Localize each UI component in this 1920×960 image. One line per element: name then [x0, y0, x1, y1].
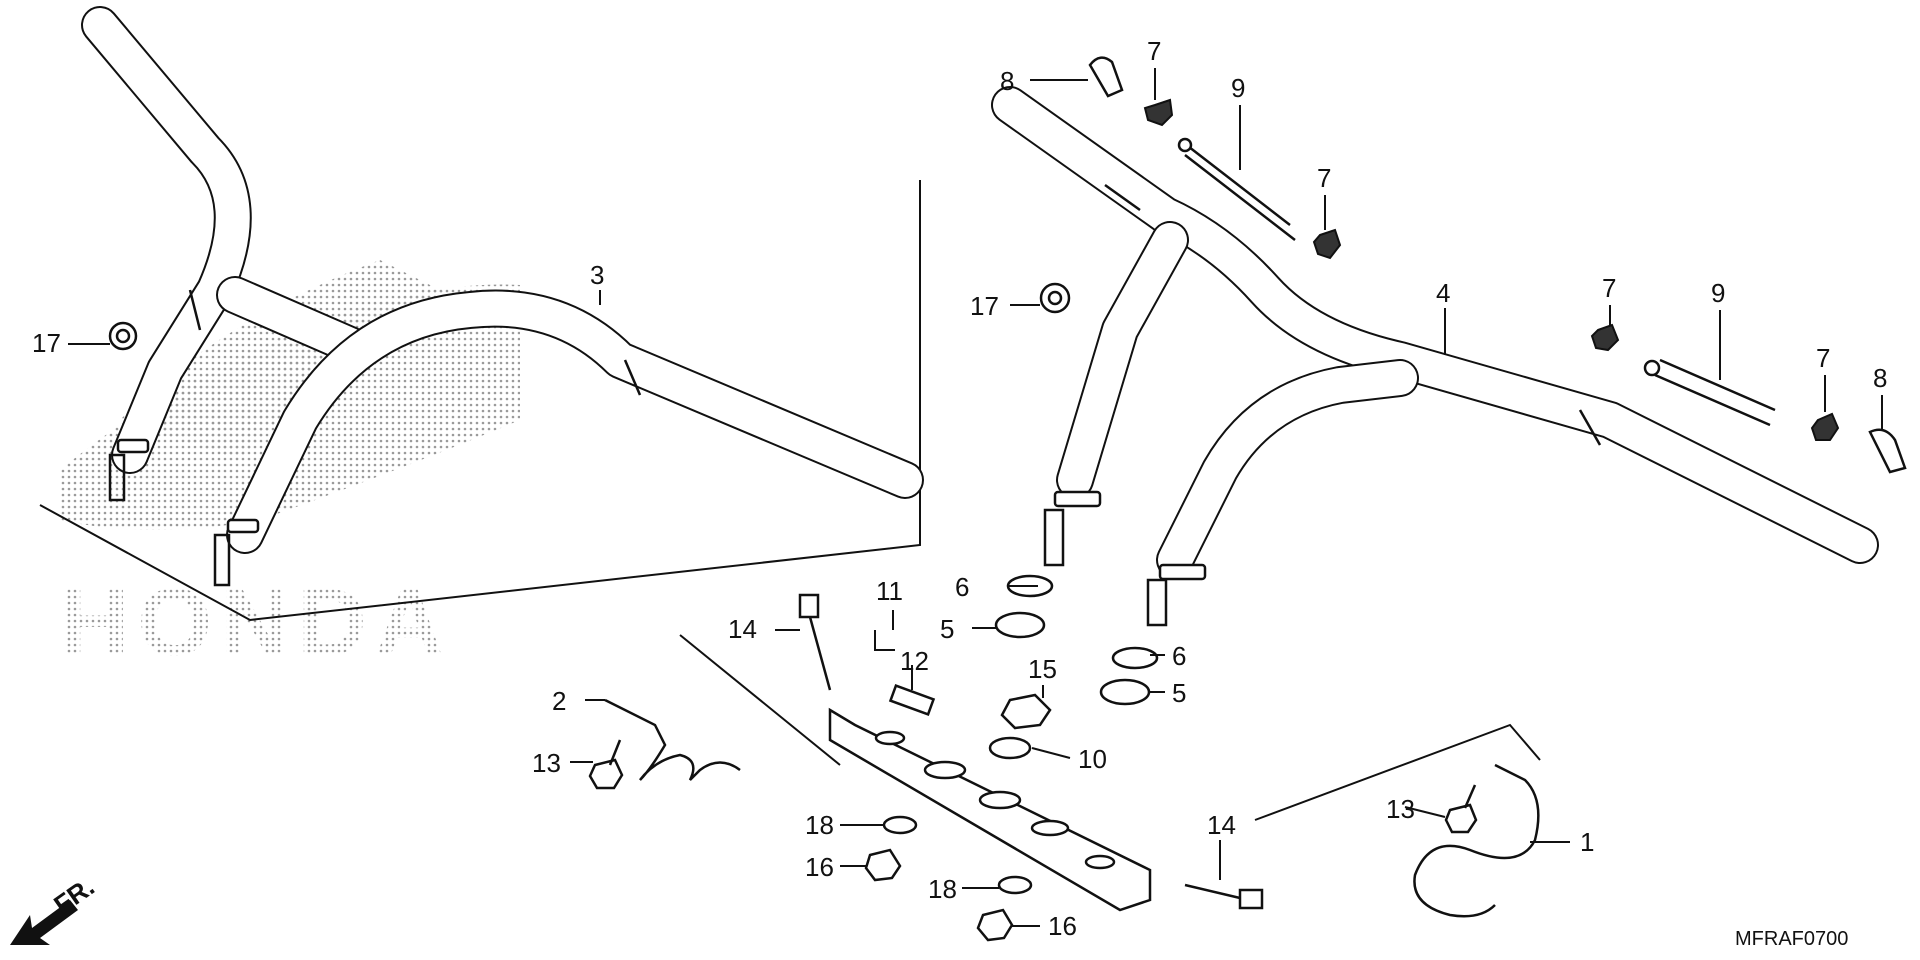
callout-9a: 9: [1231, 73, 1245, 103]
clamp-8-lower-icon: [1868, 428, 1907, 474]
callout-17a: 17: [32, 328, 61, 358]
callout-16b: 16: [1048, 911, 1077, 941]
nut-15-icon: [1000, 693, 1052, 730]
washer-6-icon: [1111, 646, 1159, 670]
callout-7d: 7: [1816, 343, 1830, 373]
bolt-13-right-icon: [1444, 803, 1478, 834]
nut-16-icon: [976, 908, 1014, 942]
callout-7b: 7: [1317, 163, 1331, 193]
nut-7-icon: [1810, 412, 1840, 441]
callout-10: 10: [1078, 744, 1107, 774]
callout-17b: 17: [970, 291, 999, 321]
callout-14a: 14: [728, 614, 757, 644]
callout-6b: 6: [1172, 641, 1186, 671]
pad-12-icon: [888, 684, 936, 716]
callout-8a: 8: [1000, 66, 1014, 96]
callout-7c: 7: [1602, 273, 1616, 303]
handlebar-3: [81, 6, 924, 587]
callout-5b: 5: [1172, 678, 1186, 708]
callout-18b: 18: [928, 874, 957, 904]
callout-labels: 1 2 3 4 5 5 6 6 7 7 7 7 8 8 9 9 10 11 12…: [32, 36, 1887, 941]
callout-5a: 5: [940, 614, 954, 644]
callout-16a: 16: [805, 852, 834, 882]
bolts: [588, 593, 1478, 910]
arrow-down-left-icon: [10, 900, 78, 945]
bar-end-upper: [1143, 98, 1342, 260]
bar-end-lower: [1590, 323, 1840, 441]
callout-14b: 14: [1207, 810, 1236, 840]
clamp-17-right-icon: [1039, 282, 1071, 314]
clamp-8-upper-icon: [1088, 56, 1124, 98]
handlebar-4: [991, 86, 1879, 627]
nut-7-icon: [1312, 228, 1342, 260]
honda-watermark-text: HONDA: [60, 569, 452, 676]
callout-1: 1: [1580, 827, 1594, 857]
cable-guide-1: [1413, 763, 1540, 918]
leader-lines: [68, 68, 1883, 927]
figure-code: MFRAF0700: [1735, 928, 1848, 950]
bolt-13-left-icon: [588, 758, 624, 790]
nut-7-icon: [1143, 98, 1174, 127]
callout-18a: 18: [805, 810, 834, 840]
callout-3: 3: [590, 260, 604, 290]
callout-6a: 6: [955, 572, 969, 602]
bolt-14-lower-icon: [1238, 888, 1264, 910]
upper-holder-11: [828, 707, 1152, 912]
callout-13a: 13: [532, 748, 561, 778]
callout-7a: 7: [1147, 36, 1161, 66]
clamp-17-left-icon: [108, 321, 138, 351]
washers-and-nuts: [864, 574, 1159, 942]
washer-10-icon: [988, 736, 1032, 760]
inset-frame: [39, 180, 921, 622]
callout-9b: 9: [1711, 278, 1725, 308]
washer-5-icon: [1099, 678, 1151, 706]
callout-13b: 13: [1386, 794, 1415, 824]
callout-4: 4: [1436, 278, 1450, 308]
washer-18-icon: [882, 815, 918, 835]
nut-16-icon: [864, 848, 902, 882]
callout-11: 11: [876, 576, 903, 606]
callout-12: 12: [900, 646, 929, 676]
nut-7-icon: [1590, 323, 1620, 352]
wire-clip-2: [604, 698, 741, 781]
washer-5-icon: [994, 611, 1046, 639]
callout-15: 15: [1028, 654, 1057, 684]
front-direction-indicator: FR.: [10, 871, 100, 945]
callout-2: 2: [552, 686, 566, 716]
washer-18-icon: [997, 875, 1033, 895]
callout-8b: 8: [1873, 363, 1887, 393]
bolt-14-upper-icon: [798, 593, 820, 619]
